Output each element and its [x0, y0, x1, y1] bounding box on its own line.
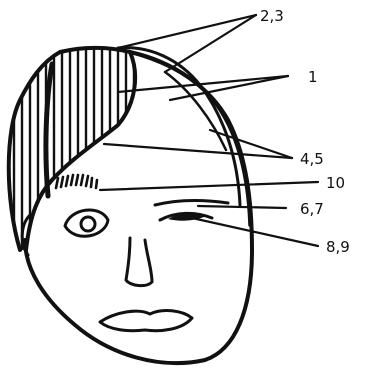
- eye-left: [65, 210, 108, 236]
- label-10: 10: [326, 174, 345, 192]
- label-6-7: 6,7: [300, 200, 324, 218]
- mouth: [100, 311, 192, 331]
- leader-lines: [100, 15, 318, 246]
- nose: [126, 238, 152, 286]
- leader-10: [100, 182, 318, 190]
- label-4-5: 4,5: [300, 150, 324, 168]
- leader-2-3-a: [118, 15, 256, 48]
- eyebrow-left: [56, 175, 97, 188]
- leader-2-3-b: [165, 15, 256, 72]
- leader-8-9: [192, 218, 318, 246]
- eye-right: [160, 213, 212, 220]
- label-8-9: 8,9: [326, 238, 350, 256]
- eyebrow-right: [155, 201, 228, 205]
- leader-4-5-a: [104, 144, 292, 158]
- leader-6-7: [198, 206, 286, 208]
- leader-1-b: [170, 76, 288, 100]
- label-2-3: 2,3: [260, 7, 284, 25]
- label-1: 1: [308, 68, 318, 86]
